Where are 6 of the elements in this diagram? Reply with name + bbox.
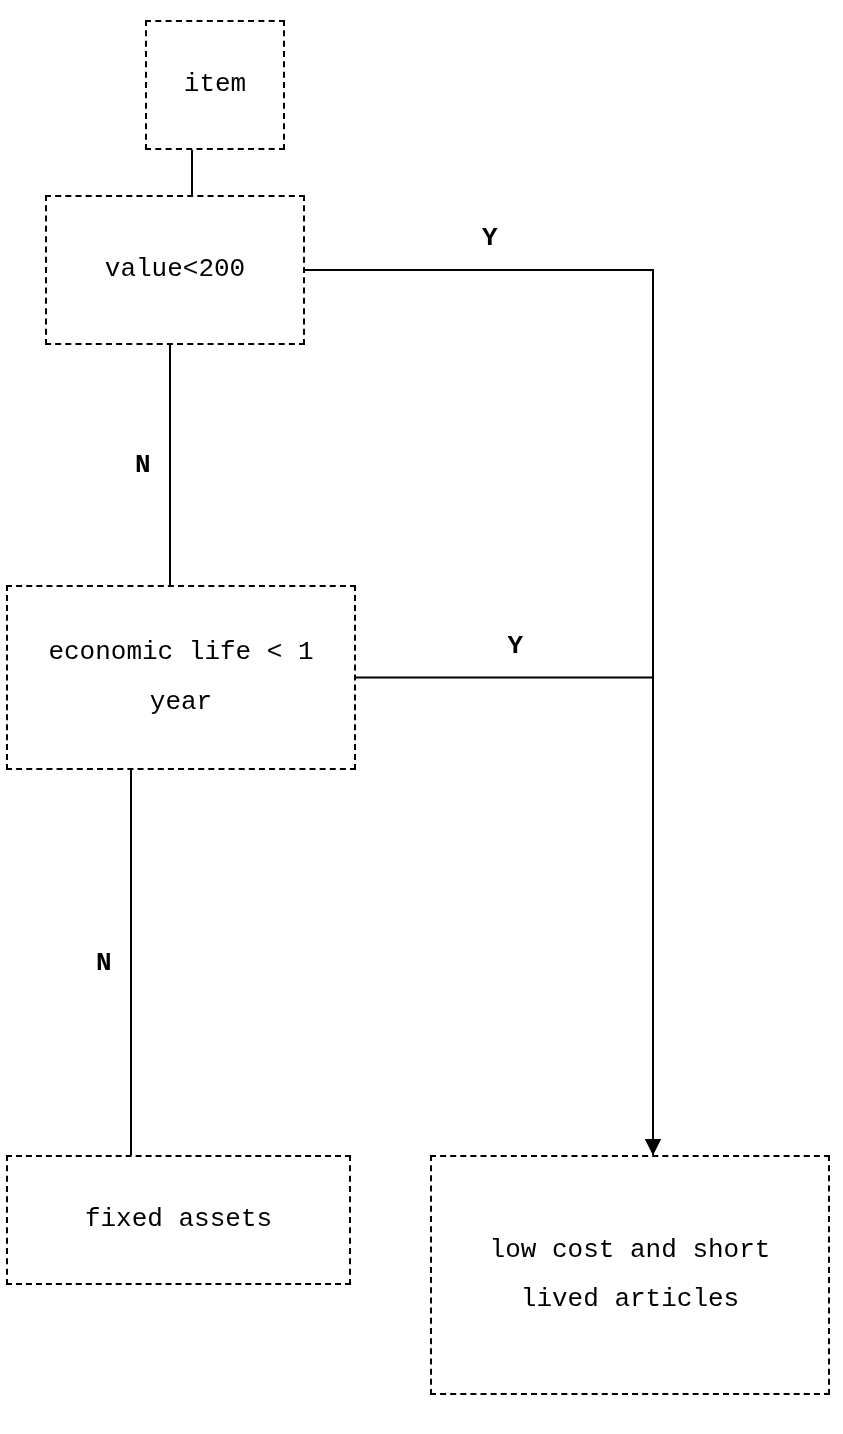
process-box: fixed assets <box>6 1155 351 1285</box>
decision-box: economic life < 1 year <box>6 585 356 770</box>
decision-box: value<200 <box>45 195 305 345</box>
process-box: low cost and short lived articles <box>430 1155 830 1395</box>
connector-arrow <box>355 676 661 1156</box>
process-box: item <box>145 20 285 150</box>
